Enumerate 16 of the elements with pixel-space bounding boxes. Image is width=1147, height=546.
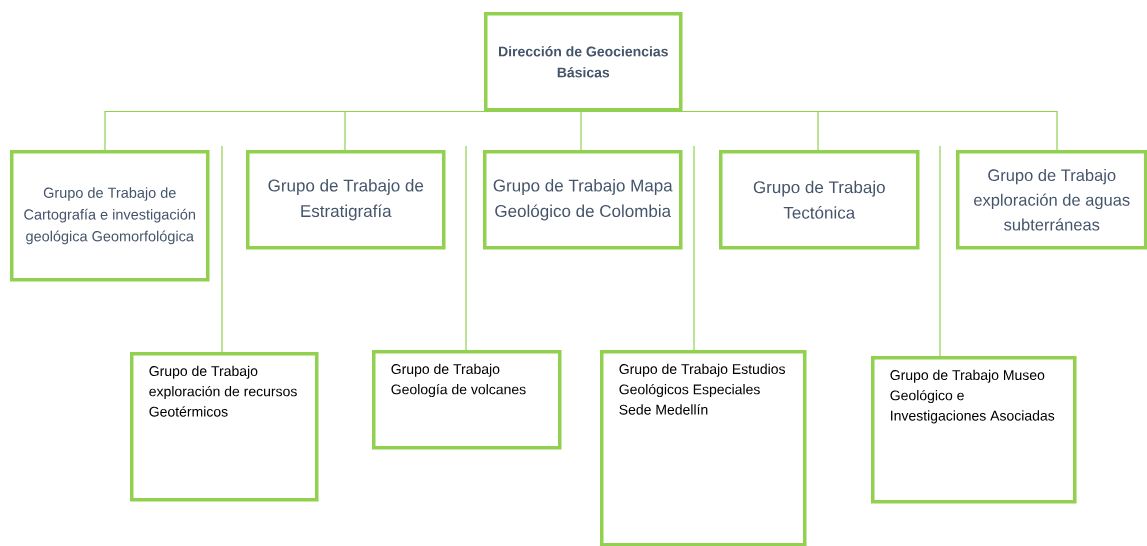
group-box: Grupo de Trabajo de Estratigrafía (246, 150, 446, 250)
connector-line (221, 145, 223, 353)
connector-line (693, 145, 695, 351)
connector-line (580, 110, 584, 151)
group-box: Grupo de Trabajo exploración de aguas subterráneas (956, 150, 1147, 250)
group-box: Grupo de Trabajo Geología de volcanes (372, 350, 562, 450)
direction-box: Dirección de Geociencias Básicas (484, 12, 683, 112)
group-box: Grupo de Trabajo Mapa Geológico de Colombia (483, 150, 683, 250)
group-box: Grupo de Trabajo Museo Geológico e Investigaciones Asociadas (871, 356, 1077, 504)
connector-line (582, 110, 1058, 151)
group-box: Grupo de Trabajo de Cartografía e investigación geológica Geomorfológica (10, 150, 210, 282)
group-box: Grupo de Trabajo exploración de recursos Geotérmicos (130, 352, 319, 502)
group-box: Grupo de Trabajo Estudios Geológicos Especiales Sede Medellín (600, 350, 807, 546)
group-box: Grupo de Trabajo Tectónica (719, 150, 920, 250)
connector-line (939, 145, 941, 357)
connector-line (465, 145, 467, 351)
